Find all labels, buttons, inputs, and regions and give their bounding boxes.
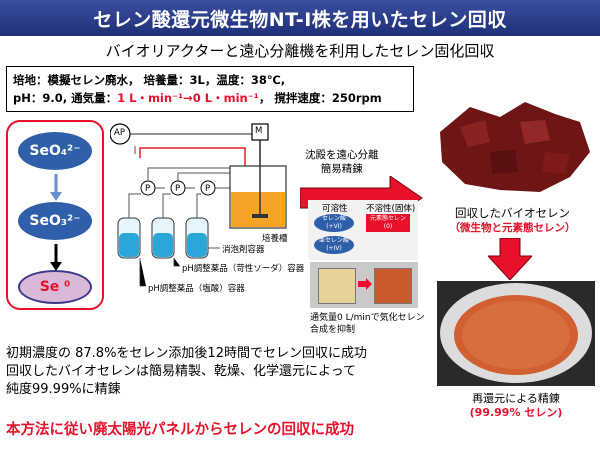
reactor-tank-label: 培養槽 <box>262 234 288 244</box>
yellow-beaker <box>318 268 356 304</box>
conclusion-text: 本方法に従い廃太陽光パネルからセレンの回収に成功 <box>6 422 354 438</box>
insoluble-header: 不溶性(固体) <box>366 204 416 214</box>
selenate-text: セレン酸 <box>321 215 346 222</box>
refined-line-2: (99.99% セレン) <box>437 406 595 420</box>
reduction-cycle-box: SeO₄²⁻ SeO₃²⁻ Se ⁰ <box>6 120 104 310</box>
method-line-2: 回収したバイオセレンは簡易精製、乾燥、化学還元によって <box>6 364 356 379</box>
arrow-right-icon <box>358 278 372 290</box>
aeration-note-line-1: 通気量0 L/minで気化セレン <box>310 313 425 323</box>
aeration-note-line-2: 合成を抑制 <box>310 325 356 335</box>
bioreactor-diagram <box>110 123 287 287</box>
conditions-line-2: pH：9.0, 通気量：1 L・min⁻¹→0 L・min⁻¹， 撹拌速度：25… <box>13 89 407 107</box>
refined-purity: (99.99% <box>469 406 521 419</box>
selenate-ellipse: SeO₄²⁻ <box>18 132 92 170</box>
solubility-panel: 可溶性 不溶性(固体) セレン酸(+VI) 亜セレン酸(+IV) 元素態セレン(… <box>308 200 418 260</box>
pump-label-3: P <box>205 184 211 194</box>
soluble-header: 可溶性 <box>322 204 348 214</box>
aeration-rate: 1 L・min⁻¹→0 L・min⁻¹ <box>117 91 259 105</box>
air-pump-label: AP <box>114 128 125 138</box>
conditions-line-2-prefix: pH：9.0, 通気量： <box>13 91 118 105</box>
method-line-1: 初期濃度の 87.8%をセレン添加後12時間でセレン回収に成功 <box>6 346 367 361</box>
selenite-valence: (+IV) <box>326 245 342 252</box>
recovered-selenium-photo <box>430 92 595 202</box>
ph-base-container-label: pH調整薬品（苛性ソーダ）容器 <box>182 264 305 274</box>
centrifuge-caption: 沈殿を遠心分離 簡易精錬 <box>305 148 379 176</box>
beaker-photo <box>310 262 418 308</box>
recovered-line-2: （微生物と元素態セレン） <box>449 222 576 234</box>
recovered-line-1: 回収したバイオセレン <box>455 206 570 220</box>
arrow-down-icon <box>50 244 62 271</box>
pump-label-1: P <box>145 184 151 194</box>
pump-label-2: P <box>175 184 181 194</box>
aeration-note: 通気量0 L/minで気化セレン 合成を抑制 <box>310 312 425 336</box>
recovered-caption: 回収したバイオセレン （微生物と元素態セレン） <box>430 206 595 236</box>
elemental-text: 元素態セレン <box>369 215 406 222</box>
elemental-selenium-ellipse: Se ⁰ <box>18 270 92 304</box>
page-title: セレン酸還元微生物NT-I株を用いたセレン回収 <box>0 0 600 36</box>
refined-line-2-rest: セレン) <box>520 406 563 419</box>
down-arrow-icon <box>488 238 532 280</box>
method-description: 初期濃度の 87.8%をセレン添加後12時間でセレン回収に成功 回収したバイオセ… <box>6 345 446 399</box>
red-beaker <box>374 268 412 304</box>
selenite-badge: 亜セレン酸(+IV) <box>314 236 354 254</box>
motor-label: M <box>255 126 263 136</box>
defoamer-container-label: 消泡剤容器 <box>222 245 265 255</box>
selenite-ellipse: SeO₃²⁻ <box>18 202 92 240</box>
arrow-down-icon <box>50 174 62 201</box>
page-subtitle: バイオリアクターと遠心分離機を利用したセレン固化回収 <box>105 42 495 60</box>
selenite-text: 亜セレン酸 <box>318 237 349 244</box>
selenate-valence: (+VI) <box>326 223 342 230</box>
conditions-line-2-suffix: ， 撹拌速度：250rpm <box>258 91 382 105</box>
method-line-3: 純度99.99%に精錬 <box>6 382 121 397</box>
refined-selenium-photo <box>437 281 595 386</box>
selenate-badge: セレン酸(+VI) <box>314 214 354 232</box>
ph-acid-container-label: pH調整薬品（塩酸）容器 <box>148 284 245 294</box>
elemental-badge: 元素態セレン(0) <box>366 214 410 232</box>
centrifuge-line-2: 簡易精錬 <box>320 163 363 175</box>
refined-caption: 再還元による精錬 (99.99% セレン) <box>437 392 595 420</box>
culture-conditions-box: 培地：模擬セレン廃水， 培養量：3L，温度：38℃, pH：9.0, 通気量：1… <box>6 66 414 112</box>
conditions-line-1: 培地：模擬セレン廃水， 培養量：3L，温度：38℃, <box>13 73 286 87</box>
centrifuge-line-1: 沈殿を遠心分離 <box>305 149 379 161</box>
refined-line-1: 再還元による精錬 <box>472 392 560 405</box>
elemental-valence: (0) <box>383 223 393 230</box>
